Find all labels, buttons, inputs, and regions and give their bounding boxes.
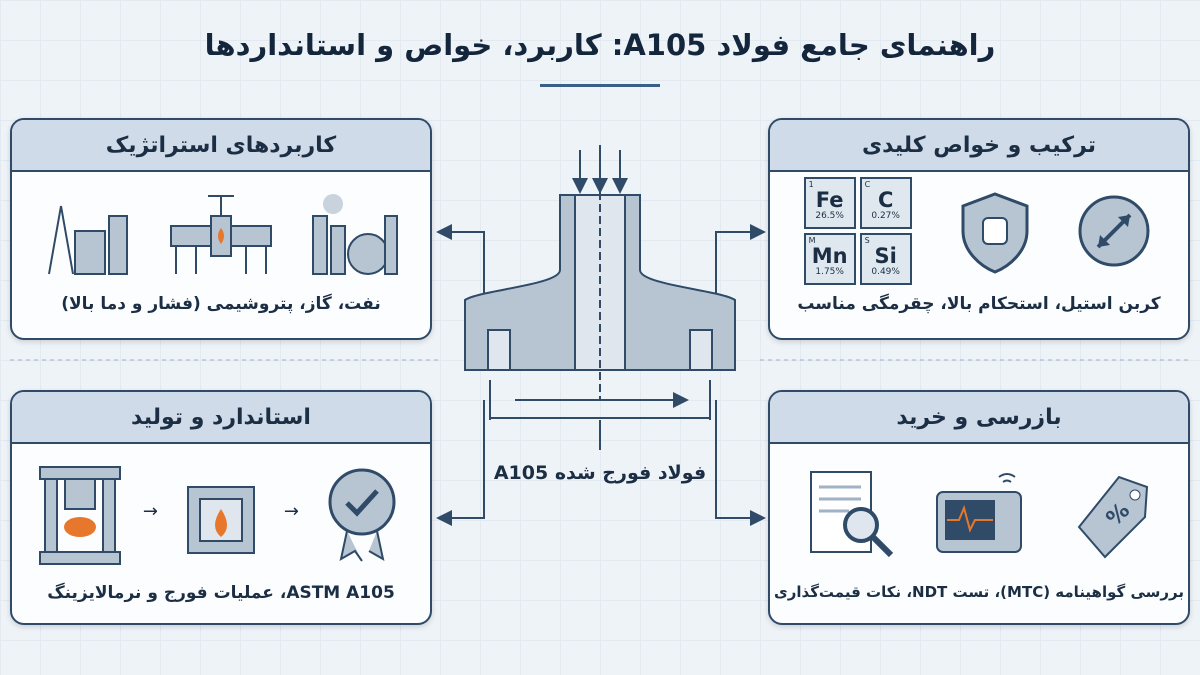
panel-caption: نفت، گاز، پتروشیمی (فشار و دما بالا) xyxy=(61,294,381,314)
panel-title: کاربردهای استراتژیک xyxy=(12,120,430,172)
forging-press-icon xyxy=(38,465,121,565)
furnace-icon xyxy=(186,485,255,554)
title-underline xyxy=(540,84,660,87)
panel-title: بازرسی و خرید xyxy=(770,392,1188,444)
panel-caption: ASTM A105، عملیات فورج و نرمالایزینگ xyxy=(47,583,395,603)
panel-standard: استاندارد و تولید → → ASTM A105، عملیات … xyxy=(10,390,432,625)
flange-cross-section xyxy=(464,145,736,450)
document-search-icon xyxy=(810,470,894,557)
page-title: راهنمای جامع فولاد A105: کاربرد، خواص و … xyxy=(204,28,996,62)
center-label: فولاد فورج شده A105 xyxy=(493,462,707,484)
petrochemical-plant-icon xyxy=(311,194,398,275)
arrow-right-icon: → xyxy=(283,501,300,522)
panel-inspection: بازرسی و خرید % بررسی گواهینامه (MTC)، ت… xyxy=(768,390,1190,625)
ndt-tester-icon xyxy=(936,472,1022,553)
arrow-right-icon: → xyxy=(142,501,159,522)
panel-caption: بررسی گواهینامه (MTC)، تست NDT، نکات قیم… xyxy=(774,583,1184,601)
tensile-strength-icon xyxy=(1078,195,1150,267)
shield-fist-icon xyxy=(961,192,1029,274)
certification-badge-icon xyxy=(328,468,396,562)
price-tag-icon: % xyxy=(1077,475,1149,558)
panel-caption: کربن استیل، استحکام بالا، چقرمگی مناسب xyxy=(797,294,1161,314)
oil-rig-refinery-icon xyxy=(48,205,129,275)
panel-title: ترکیب و خواص کلیدی xyxy=(770,120,1188,172)
pipeline-valve-icon xyxy=(169,195,272,274)
panel-title: استاندارد و تولید xyxy=(12,392,430,444)
panel-applications: کاربردهای استراتژیک نفت، گاز، پتروشیمی (… xyxy=(10,118,432,340)
